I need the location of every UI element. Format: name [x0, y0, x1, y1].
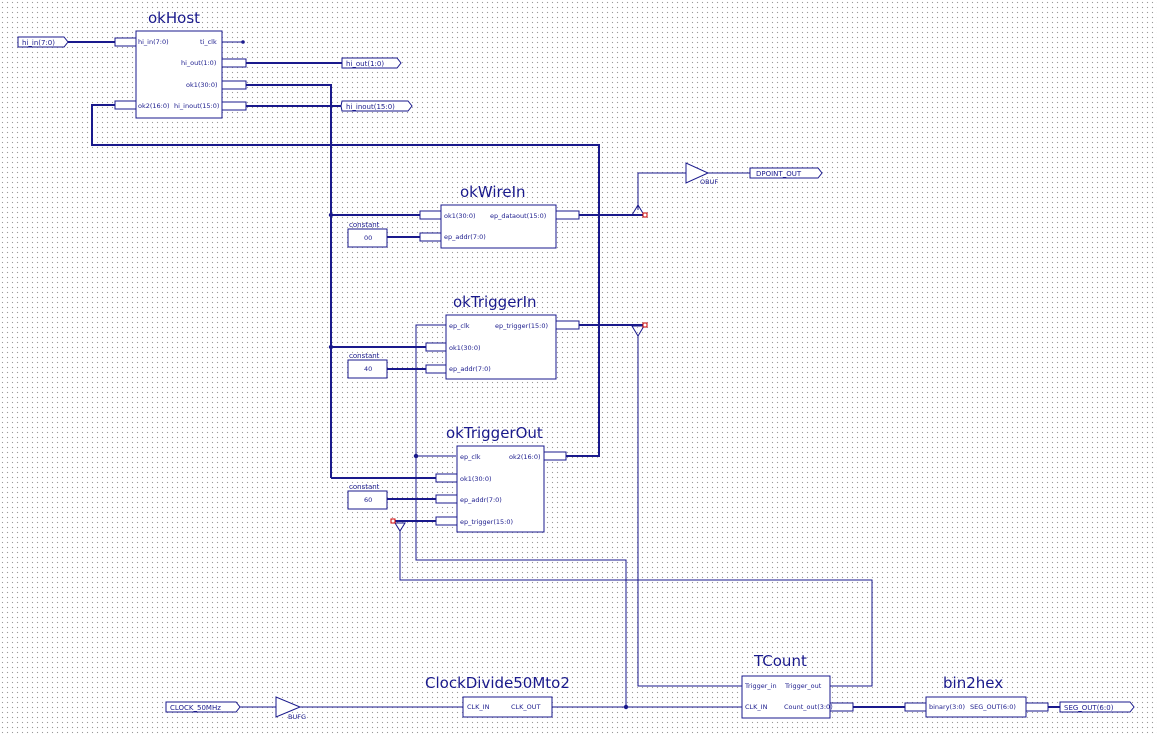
port-hi-out[interactable]: hi_out(1:0) — [341, 57, 402, 69]
wires — [68, 41, 1060, 708]
okhost-pin-ok2: ok2(16:0) — [138, 102, 170, 110]
oktriggerout-pin-ep-clk: ep_clk — [460, 453, 481, 461]
oktriggerin-pin-ok1: ok1(30:0) — [449, 344, 481, 352]
tcount-pin-clk-in: CLK_IN — [745, 703, 768, 711]
okhost-pin-hi-in: hi_in(7:0) — [138, 38, 169, 46]
okhost-pin-ti-clk: ti_clk — [200, 38, 217, 46]
port-dpoint-out[interactable]: DPOINT_OUT — [749, 167, 823, 179]
oktriggerout-pin-ok1: ok1(30:0) — [460, 475, 492, 483]
block-okwirein[interactable]: okWireIn ok1(30:0) ep_dataout(15:0) ep_a… — [419, 183, 580, 249]
junction-dots — [241, 40, 629, 710]
okhost-pin-hi-inout: hi_inout(15:0) — [174, 102, 219, 110]
oktriggerin-pin-ep-clk: ep_clk — [449, 322, 470, 330]
oktriggerin-pin-ep-addr: ep_addr(7:0) — [449, 365, 491, 373]
block-oktriggerin-title: okTriggerIn — [453, 293, 537, 311]
obuf-buffer[interactable]: OBUF — [685, 162, 718, 186]
clockdivide-pin-clk-out: CLK_OUT — [511, 703, 541, 711]
block-okwirein-title: okWireIn — [460, 183, 526, 201]
block-bin2hex[interactable]: bin2hex binary(3:0) SEG_OUT(6:0) — [904, 674, 1049, 718]
port-hi-inout-label: hi_inout(15:0) — [346, 103, 395, 111]
oktriggerout-pin-ep-trigger: ep_trigger(15:0) — [460, 518, 513, 526]
bufg-buffer[interactable]: BUFG — [275, 696, 306, 721]
port-hi-in[interactable]: hi_in(7:0) — [17, 36, 69, 48]
oktriggerout-pin-ep-addr: ep_addr(7:0) — [460, 496, 502, 504]
oktriggerout-pin-ok2: ok2(16:0) — [509, 453, 541, 461]
constant-wirein-value: 00 — [364, 234, 372, 242]
tcount-pin-trigger-out: Trigger_out — [784, 682, 822, 690]
okwirein-pin-ep-dataout: ep_dataout(15:0) — [490, 212, 546, 220]
constant-triggerout-value: 60 — [364, 496, 372, 504]
block-tcount[interactable]: TCount Trigger_in Trigger_out CLK_IN Cou… — [741, 652, 854, 719]
tcount-pin-trigger-in: Trigger_in — [744, 682, 777, 690]
constant-triggerin-title: constant — [349, 352, 380, 360]
block-clockdivide-title: ClockDivide50Mto2 — [425, 674, 570, 692]
block-clockdivide[interactable]: ClockDivide50Mto2 CLK_IN CLK_OUT — [425, 674, 570, 718]
okwirein-pin-ep-addr: ep_addr(7:0) — [444, 233, 486, 241]
bin2hex-pin-seg-out: SEG_OUT(6:0) — [970, 703, 1016, 711]
port-hi-in-label: hi_in(7:0) — [22, 39, 55, 47]
okhost-pin-ok1: ok1(30:0) — [186, 81, 218, 89]
constant-wirein[interactable]: constant 00 — [347, 221, 388, 248]
block-oktriggerin[interactable]: okTriggerIn ep_clk ep_trigger(15:0) ok1(… — [425, 293, 580, 380]
constant-wirein-title: constant — [349, 221, 380, 229]
bufg-label: BUFG — [288, 713, 306, 721]
block-okhost[interactable]: okHost hi_in(7:0) ti_clk hi_out(1:0) ok1… — [114, 9, 247, 119]
obuf-label: OBUF — [700, 178, 718, 186]
constant-triggerin[interactable]: constant 40 — [347, 352, 388, 379]
constant-triggerin-value: 40 — [364, 365, 372, 373]
port-clock[interactable]: CLOCK_50MHz — [165, 701, 241, 713]
tcount-pin-count-out: Count_out(3:0) — [784, 703, 833, 711]
constant-triggerout[interactable]: constant 60 — [347, 483, 388, 510]
clockdivide-pin-clk-in: CLK_IN — [467, 703, 490, 711]
block-bin2hex-title: bin2hex — [943, 674, 1003, 692]
constant-triggerout-title: constant — [349, 483, 380, 491]
bin2hex-pin-binary: binary(3:0) — [929, 703, 965, 711]
block-okhost-title: okHost — [148, 9, 200, 27]
port-seg-out-label: SEG_OUT(6:0) — [1064, 704, 1114, 712]
port-hi-out-label: hi_out(1:0) — [346, 60, 384, 68]
port-hi-inout[interactable]: hi_inout(15:0) — [340, 100, 413, 112]
block-oktriggerout[interactable]: okTriggerOut ep_clk ok2(16:0) ok1(30:0) … — [435, 424, 567, 533]
block-tcount-title: TCount — [753, 652, 807, 670]
block-oktriggerout-title: okTriggerOut — [446, 424, 543, 442]
net-markers — [390, 204, 648, 532]
port-dpoint-out-label: DPOINT_OUT — [756, 170, 802, 178]
okhost-pin-hi-out: hi_out(1:0) — [181, 59, 216, 67]
oktriggerin-pin-ep-trigger: ep_trigger(15:0) — [495, 322, 548, 330]
port-seg-out[interactable]: SEG_OUT(6:0) — [1059, 701, 1135, 713]
port-clock-label: CLOCK_50MHz — [170, 704, 221, 712]
okwirein-pin-ok1: ok1(30:0) — [444, 212, 476, 220]
